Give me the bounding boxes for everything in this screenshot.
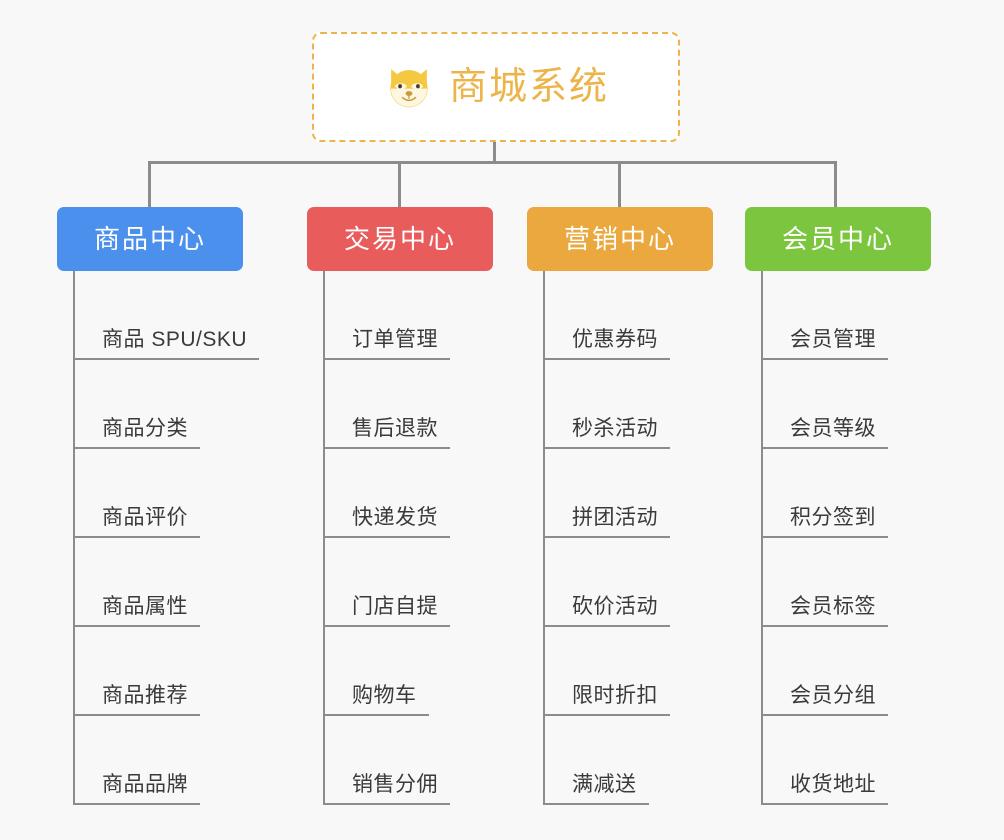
leaf-label: 商品品牌 bbox=[74, 772, 200, 805]
leaf-label: 满减送 bbox=[544, 772, 649, 805]
list-item[interactable]: 商品分类 bbox=[74, 360, 243, 449]
list-item[interactable]: 销售分佣 bbox=[324, 716, 493, 805]
leaf-list-trade-center: 订单管理 售后退款 快递发货 门店自提 购物车 销售分佣 bbox=[307, 271, 493, 805]
list-item[interactable]: 商品推荐 bbox=[74, 627, 243, 716]
category-label: 交易中心 bbox=[343, 224, 456, 254]
list-item[interactable]: 商品品牌 bbox=[74, 716, 243, 805]
leaf-label: 拼团活动 bbox=[544, 505, 670, 538]
root-node[interactable]: 商城系统 bbox=[312, 32, 680, 142]
branch-column-trade-center: 交易中心 订单管理 售后退款 快递发货 门店自提 购物车 销售分佣 bbox=[307, 207, 493, 805]
list-item[interactable]: 商品属性 bbox=[74, 538, 243, 627]
list-item[interactable]: 门店自提 bbox=[324, 538, 493, 627]
list-item[interactable]: 售后退款 bbox=[324, 360, 493, 449]
list-item[interactable]: 会员标签 bbox=[762, 538, 931, 627]
branch-spine bbox=[761, 271, 763, 805]
leaf-list-member-center: 会员管理 会员等级 积分签到 会员标签 会员分组 收货地址 bbox=[745, 271, 931, 805]
category-header-product-center[interactable]: 商品中心 bbox=[57, 207, 243, 271]
connector-drop-1 bbox=[148, 161, 151, 207]
list-item[interactable]: 商品评价 bbox=[74, 449, 243, 538]
list-item[interactable]: 商品 SPU/SKU bbox=[74, 271, 260, 360]
list-item[interactable]: 满减送 bbox=[544, 716, 713, 805]
leaf-label: 快递发货 bbox=[324, 505, 450, 538]
list-item[interactable]: 会员等级 bbox=[762, 360, 931, 449]
leaf-label: 门店自提 bbox=[324, 594, 450, 627]
branch-spine bbox=[73, 271, 75, 805]
leaf-label: 商品属性 bbox=[74, 594, 200, 627]
connector-drop-4 bbox=[834, 161, 837, 207]
category-label: 会员中心 bbox=[781, 224, 894, 254]
list-item[interactable]: 秒杀活动 bbox=[544, 360, 713, 449]
leaf-label: 售后退款 bbox=[324, 416, 450, 449]
list-item[interactable]: 会员分组 bbox=[762, 627, 931, 716]
leaf-label: 会员分组 bbox=[762, 683, 888, 716]
category-header-member-center[interactable]: 会员中心 bbox=[745, 207, 931, 271]
root-title: 商城系统 bbox=[448, 66, 609, 108]
leaf-label: 商品推荐 bbox=[74, 683, 200, 716]
list-item[interactable]: 积分签到 bbox=[762, 449, 931, 538]
category-label: 商品中心 bbox=[93, 224, 206, 254]
shiba-dog-face-icon bbox=[390, 69, 428, 108]
list-item[interactable]: 快递发货 bbox=[324, 449, 493, 538]
leaf-list-marketing-center: 优惠券码 秒杀活动 拼团活动 砍价活动 限时折扣 满减送 bbox=[527, 271, 713, 805]
branch-column-product-center: 商品中心 商品 SPU/SKU 商品分类 商品评价 商品属性 商品推荐 商品品牌 bbox=[57, 207, 260, 805]
leaf-label: 商品 SPU/SKU bbox=[74, 327, 260, 360]
leaf-label: 会员管理 bbox=[762, 327, 888, 360]
list-item[interactable]: 优惠券码 bbox=[544, 271, 713, 360]
list-item[interactable]: 收货地址 bbox=[762, 716, 931, 805]
branch-spine bbox=[323, 271, 325, 805]
leaf-label: 优惠券码 bbox=[544, 327, 670, 360]
list-item[interactable]: 购物车 bbox=[324, 627, 493, 716]
leaf-label: 会员等级 bbox=[762, 416, 888, 449]
connector-drop-2 bbox=[398, 161, 401, 207]
connector-root-stem bbox=[493, 142, 496, 164]
branch-spine bbox=[543, 271, 545, 805]
connector-horizontal-bus bbox=[148, 161, 837, 164]
leaf-label: 商品分类 bbox=[74, 416, 200, 449]
leaf-label: 收货地址 bbox=[762, 772, 888, 805]
leaf-list-product-center: 商品 SPU/SKU 商品分类 商品评价 商品属性 商品推荐 商品品牌 bbox=[57, 271, 260, 805]
list-item[interactable]: 会员管理 bbox=[762, 271, 931, 360]
list-item[interactable]: 订单管理 bbox=[324, 271, 493, 360]
category-header-marketing-center[interactable]: 营销中心 bbox=[527, 207, 713, 271]
branch-column-marketing-center: 营销中心 优惠券码 秒杀活动 拼团活动 砍价活动 限时折扣 满减送 bbox=[527, 207, 713, 805]
list-item[interactable]: 限时折扣 bbox=[544, 627, 713, 716]
leaf-label: 砍价活动 bbox=[544, 594, 670, 627]
category-header-trade-center[interactable]: 交易中心 bbox=[307, 207, 493, 271]
leaf-label: 限时折扣 bbox=[544, 683, 670, 716]
list-item[interactable]: 砍价活动 bbox=[544, 538, 713, 627]
leaf-label: 会员标签 bbox=[762, 594, 888, 627]
leaf-label: 商品评价 bbox=[74, 505, 200, 538]
leaf-label: 积分签到 bbox=[762, 505, 888, 538]
leaf-label: 秒杀活动 bbox=[544, 416, 670, 449]
connector-drop-3 bbox=[618, 161, 621, 207]
list-item[interactable]: 拼团活动 bbox=[544, 449, 713, 538]
leaf-label: 订单管理 bbox=[324, 327, 450, 360]
leaf-label: 销售分佣 bbox=[324, 772, 450, 805]
category-label: 营销中心 bbox=[563, 224, 676, 254]
leaf-label: 购物车 bbox=[324, 683, 429, 716]
branch-column-member-center: 会员中心 会员管理 会员等级 积分签到 会员标签 会员分组 收货地址 bbox=[745, 207, 931, 805]
